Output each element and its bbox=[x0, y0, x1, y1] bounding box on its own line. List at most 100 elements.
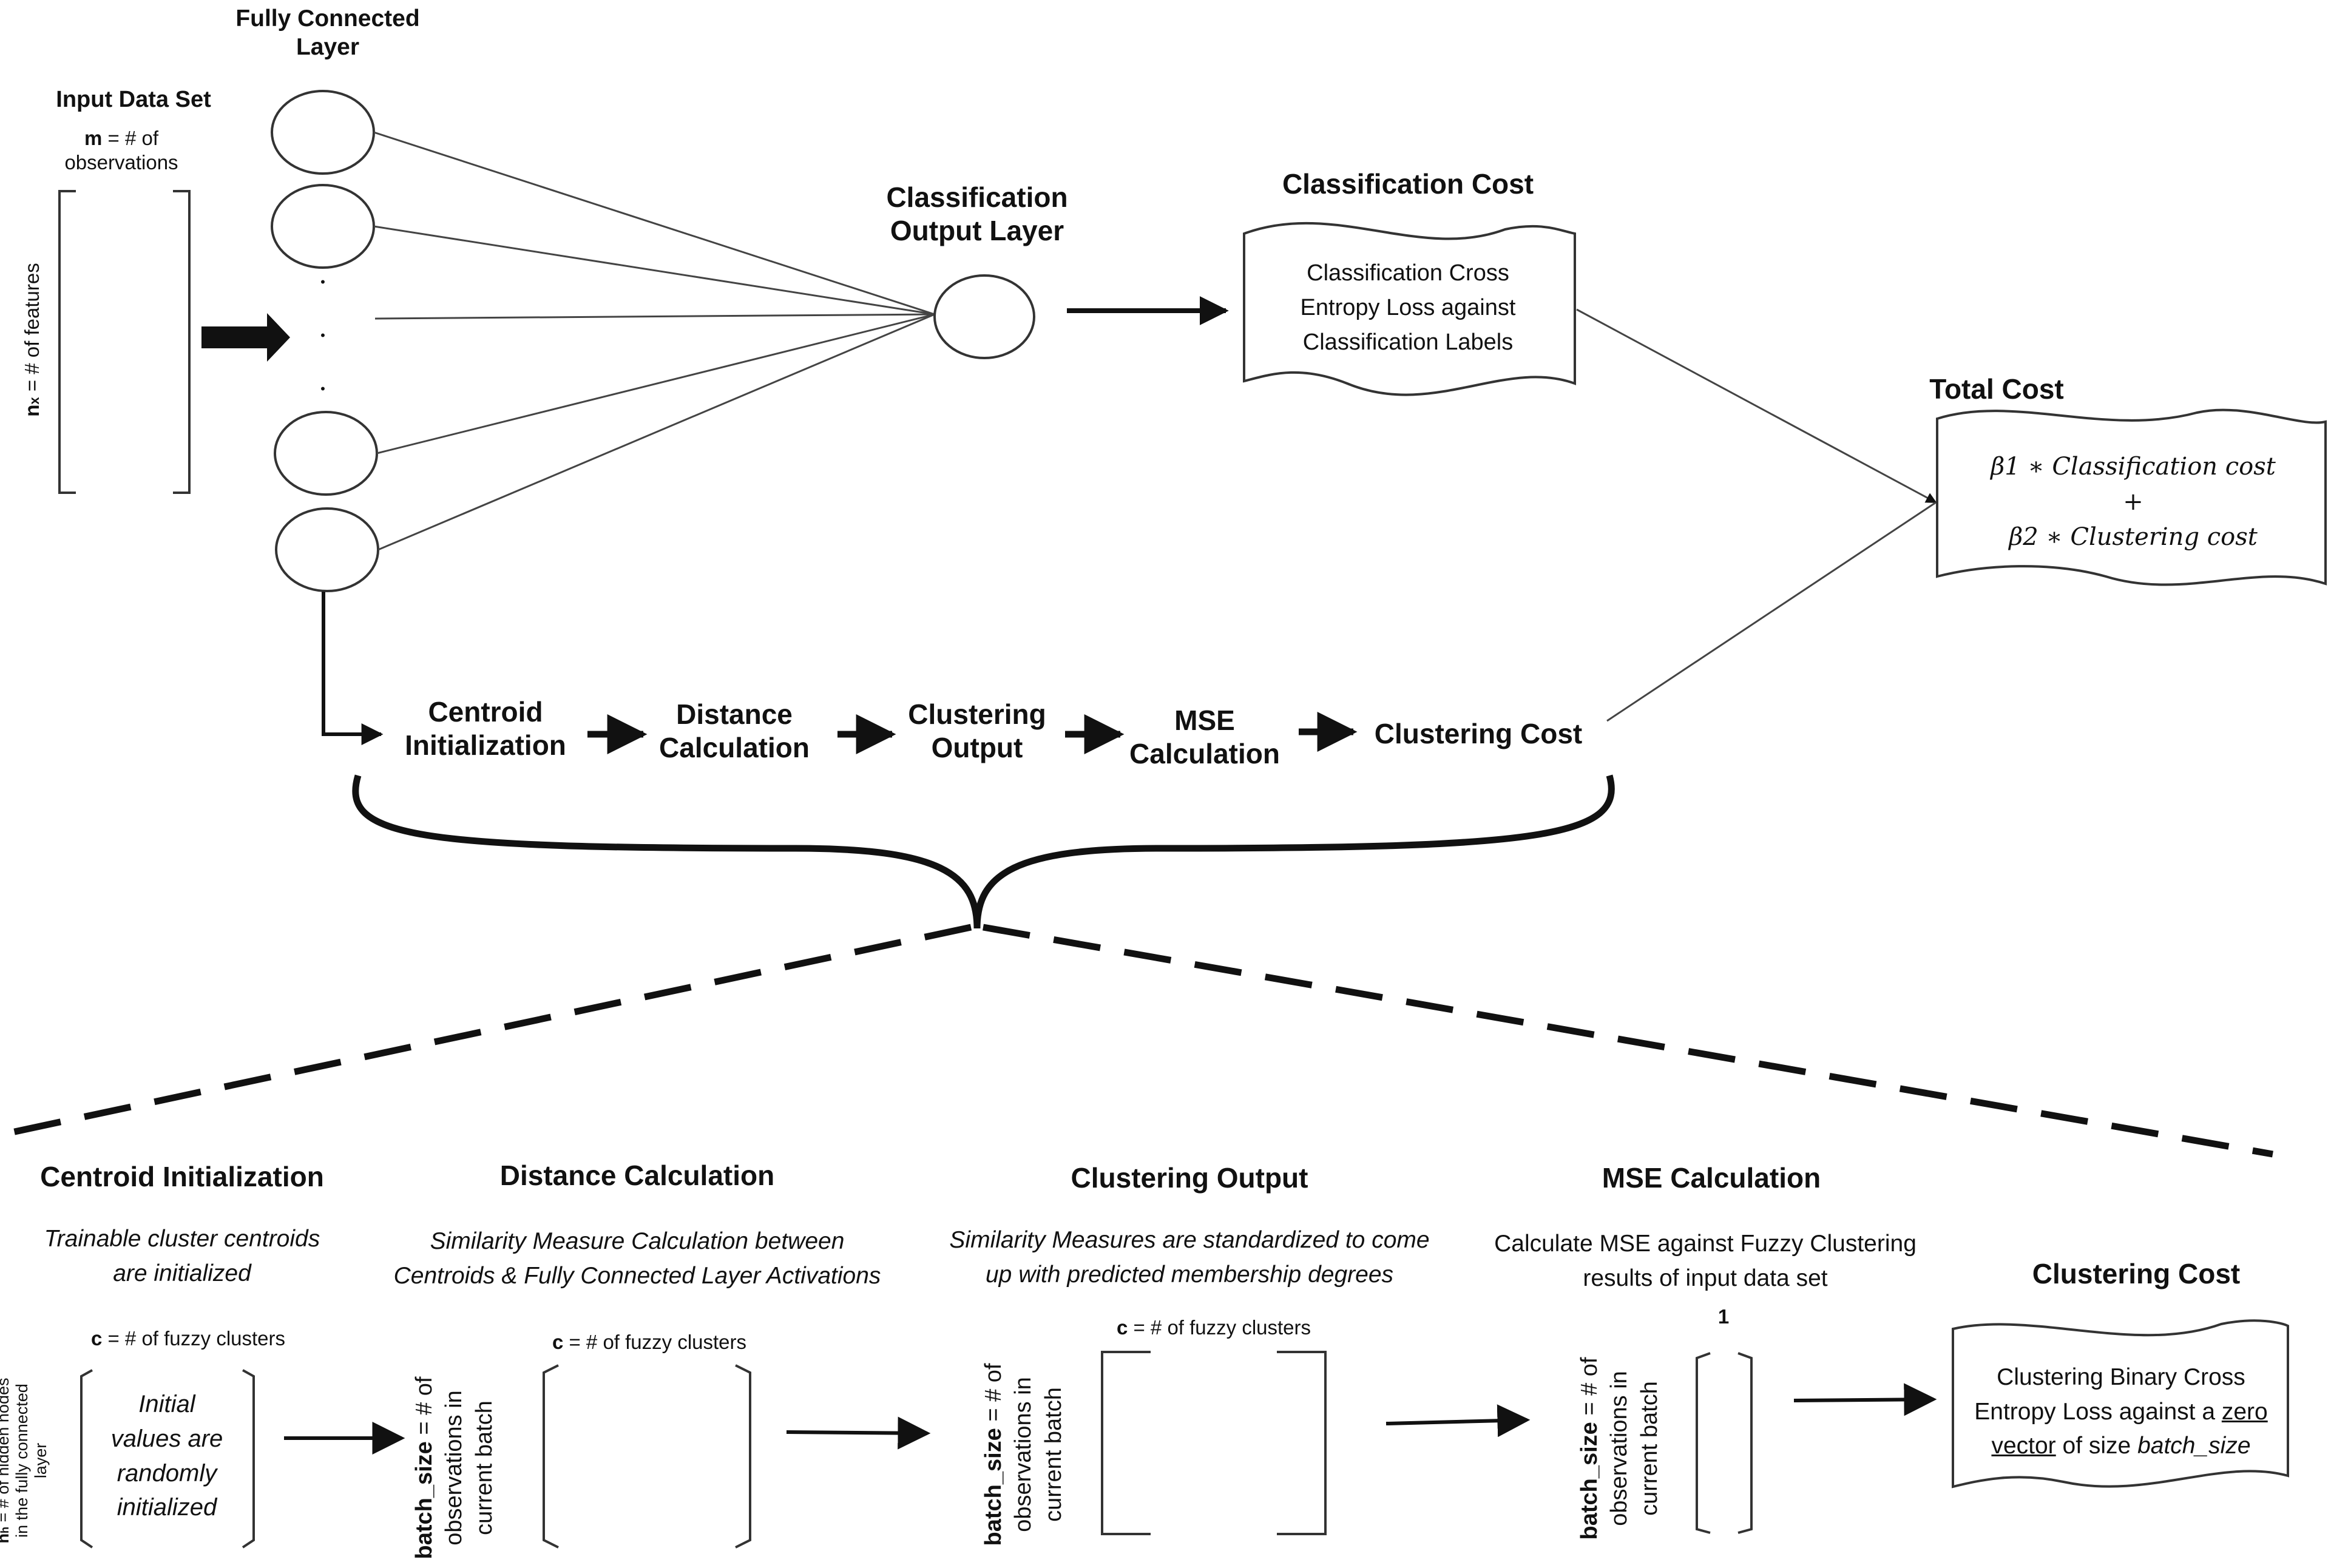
m-desc-line2: observations bbox=[64, 150, 178, 174]
input-data-title: Input Data Set bbox=[56, 87, 211, 112]
cost-line: vector of size batch_size bbox=[1954, 1429, 2288, 1464]
output-rows-label: batch_size = # of observations in curren… bbox=[979, 1351, 1070, 1558]
distance-rows-label: batch_size = # of observations in curren… bbox=[410, 1365, 501, 1568]
input-m-label: m = # of observations bbox=[36, 126, 206, 174]
centroid-cols-label: c = # of fuzzy clusters bbox=[73, 1326, 303, 1351]
fc-layer-title-line: Fully Connected bbox=[235, 5, 420, 32]
input-arrow bbox=[201, 313, 290, 362]
batch-size-symbol: batch_size bbox=[981, 1428, 1006, 1546]
cost-line: Clustering Binary Cross bbox=[1997, 1364, 2245, 1390]
c-symbol: c bbox=[90, 1327, 103, 1350]
inner-line: values are bbox=[110, 1425, 223, 1452]
c-symbol: c bbox=[552, 1331, 564, 1353]
fc-node bbox=[274, 411, 378, 496]
output-layer-title-line: Classification bbox=[886, 181, 1068, 213]
batch-size-desc-line2: observations in bbox=[1606, 1371, 1632, 1526]
detail-distance-desc: Similarity Measure Calculation between C… bbox=[340, 1225, 935, 1293]
pipeline-centroid: Centroid Initialization bbox=[370, 695, 601, 762]
batch-size-desc-line3: current batch bbox=[1040, 1387, 1066, 1522]
output-layer-title-line: Output Layer bbox=[890, 215, 1064, 247]
fc-dot: • bbox=[320, 328, 325, 343]
inner-line: randomly bbox=[117, 1459, 217, 1487]
pipeline-label-line: Distance bbox=[676, 698, 793, 730]
formula-term: β2 ∗ Clustering cost bbox=[2009, 523, 2258, 551]
pipeline-mse: MSE Calculation bbox=[1117, 704, 1293, 771]
formula-term: β1 ∗ Classification cost bbox=[1991, 453, 2276, 481]
cost-batch-size: batch_size bbox=[2137, 1433, 2251, 1459]
cost-zero: zero bbox=[2221, 1398, 2268, 1425]
nh-desc-line3: layer bbox=[32, 1442, 50, 1479]
cost-line: Entropy Loss against a zero bbox=[1954, 1395, 2288, 1430]
distance-cols-label: c = # of fuzzy clusters bbox=[534, 1330, 765, 1354]
desc-line: Calculate MSE against Fuzzy Clustering bbox=[1494, 1231, 1917, 1257]
fc-layer-title-line: Layer bbox=[296, 33, 360, 60]
fc-node bbox=[271, 184, 375, 269]
class-cost-box bbox=[1243, 221, 1576, 396]
fc-dot: • bbox=[320, 381, 325, 396]
output-layer-title: Classification Output Layer bbox=[844, 181, 1111, 248]
c-symbol: c bbox=[1116, 1316, 1128, 1339]
pipeline-label-line: Calculation bbox=[659, 732, 810, 764]
centroid-rows-label: nh = # of hidden nodes in the fully conn… bbox=[0, 1360, 61, 1561]
pipeline-clustering-cost: Clustering Cost bbox=[1374, 718, 1583, 749]
pipeline-label-line: MSE bbox=[1174, 705, 1235, 736]
cost-line-pre: Entropy Loss against a bbox=[1974, 1398, 2222, 1425]
c-desc: = # of fuzzy clusters bbox=[569, 1331, 747, 1353]
batch-size-symbol: batch_size bbox=[411, 1441, 437, 1560]
fc-node bbox=[271, 90, 375, 175]
class-cost-title: Classification Cost bbox=[1282, 168, 1534, 200]
nx-subscript: x bbox=[27, 397, 42, 405]
nh-subscript: h bbox=[0, 1526, 11, 1533]
fc-node bbox=[275, 507, 379, 592]
class-cost-line: Entropy Loss against bbox=[1300, 295, 1516, 320]
distance-matrix-brackets bbox=[543, 1364, 751, 1549]
pipeline-label-line: Output bbox=[931, 732, 1023, 764]
desc-line: Centroids & Fully Connected Layer Activa… bbox=[393, 1262, 881, 1289]
centroid-matrix-brackets bbox=[80, 1369, 255, 1549]
c-desc: = # of fuzzy clusters bbox=[1133, 1316, 1311, 1339]
class-cost-line: Classification Labels bbox=[1302, 329, 1514, 355]
fc-layer-title: Fully Connected Layer bbox=[206, 5, 449, 62]
inner-line: initialized bbox=[117, 1494, 217, 1521]
detail-centroid-title: Centroid Initialization bbox=[40, 1161, 324, 1192]
cost-of-size: of size bbox=[2055, 1433, 2138, 1459]
mse-matrix-brackets bbox=[1696, 1352, 1753, 1534]
pipeline-arrows bbox=[587, 712, 1358, 754]
class-cost-text: Classification Cross Entropy Loss agains… bbox=[1250, 256, 1566, 360]
zoom-dashed-lines bbox=[5, 924, 2273, 1158]
mse-rows-label: batch_size = # of observations in curren… bbox=[1575, 1345, 1666, 1552]
detail-distance-title: Distance Calculation bbox=[499, 1160, 775, 1191]
batch-size-desc-line3: current batch bbox=[1636, 1381, 1662, 1516]
m-symbol: m bbox=[84, 127, 103, 149]
pipeline-brace bbox=[352, 774, 1615, 929]
total-cost-inputs bbox=[1576, 308, 1937, 722]
batch-size-desc-line2: observations in bbox=[1010, 1377, 1037, 1532]
desc-line: Similarity Measure Calculation between bbox=[430, 1228, 845, 1254]
batch-size-desc: = # of bbox=[981, 1363, 1006, 1428]
fc-dot: • bbox=[320, 274, 325, 289]
pipeline-label-line: Clustering bbox=[908, 698, 1046, 730]
nh-desc: = # of hidden nodes bbox=[0, 1377, 12, 1522]
batch-size-desc: = # of bbox=[411, 1376, 437, 1442]
total-cost-title: Total Cost bbox=[1929, 373, 2064, 405]
detail-output-desc: Similarity Measures are standardized to … bbox=[910, 1223, 1469, 1292]
input-nx-label: nx = # of features bbox=[20, 249, 47, 431]
detail-mse-desc: Calculate MSE against Fuzzy Clustering r… bbox=[1456, 1227, 1954, 1296]
nh-desc-line2: in the fully connected bbox=[13, 1384, 32, 1538]
output-matrix-brackets bbox=[1101, 1351, 1327, 1535]
nx-symbol: n bbox=[21, 404, 43, 417]
classification-output-node bbox=[933, 274, 1035, 359]
batch-size-symbol: batch_size bbox=[1577, 1422, 1602, 1540]
nh-symbol: n bbox=[0, 1533, 12, 1544]
cluster-cost-box bbox=[1952, 1319, 2289, 1489]
desc-line: up with predicted membership degrees bbox=[985, 1261, 1394, 1288]
inner-line: Initial bbox=[138, 1391, 195, 1418]
output-cols-label: c = # of fuzzy clusters bbox=[1092, 1316, 1335, 1340]
class-cost-line: Classification Cross bbox=[1307, 260, 1509, 286]
formula-plus: + bbox=[2123, 488, 2143, 516]
pipeline-label-line: Initialization bbox=[405, 729, 566, 762]
fc-to-output-lines bbox=[373, 131, 935, 551]
detail-output-title: Clustering Output bbox=[1071, 1162, 1308, 1194]
